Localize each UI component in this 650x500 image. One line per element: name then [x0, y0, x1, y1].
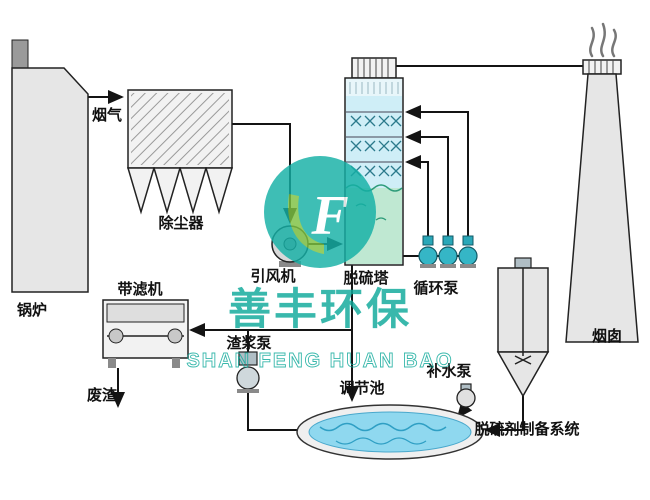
label-desulfurization-tower: 脱硫塔: [343, 269, 389, 287]
agitator-impeller: [514, 355, 532, 365]
label-slurry-pump: 渣浆泵: [226, 334, 271, 352]
pump-base: [420, 264, 436, 268]
prep-tank-hopper: [496, 351, 550, 398]
slurry-pump-motor: [238, 351, 258, 366]
tower-spray-headers: [346, 111, 402, 163]
label-regulating-tank: 调节池: [339, 379, 384, 397]
boiler-body: [11, 67, 89, 293]
tower-cap-louvers: [357, 58, 389, 78]
circulation-pump-1: [418, 235, 438, 268]
watermark: F 善丰环保 SHAN FENG HUAN BAO: [186, 156, 453, 372]
label-belt-filter: 带滤机: [117, 280, 162, 298]
pump-motor: [462, 235, 474, 246]
boiler: [11, 39, 89, 293]
belt-roller-left: [108, 328, 124, 344]
tower-cap: [351, 57, 397, 79]
diagram-labels: 锅炉 烟气 除尘器 引风机 脱硫塔 循环泵 烟囱 带滤机 渣浆泵 废渣 调节池 …: [17, 106, 622, 438]
watermark-logo-circle: [264, 156, 376, 268]
boiler-stack: [11, 39, 29, 69]
slurry-pump: [236, 351, 260, 393]
pipe-tower-to-chimney: [396, 62, 605, 78]
belt-filter-leg: [108, 358, 116, 368]
pond-waves: [335, 437, 427, 445]
dust-collector-plates: [131, 93, 229, 165]
dust-collector-hopper: [152, 167, 182, 215]
circulation-pump-3: [458, 235, 478, 268]
slurry-pump-base: [237, 389, 259, 393]
pond-water: [308, 411, 472, 453]
pond-waves: [319, 422, 447, 432]
pump-body: [438, 246, 458, 266]
label-induced-draft-fan: 引风机: [250, 267, 295, 285]
label-desulfurizer-prep-system: 脱硫剂制备系统: [474, 420, 579, 438]
label-circulation-pump: 循环泵: [413, 279, 458, 297]
chimney-cap-louvers: [588, 60, 614, 74]
chimney: [565, 22, 639, 343]
fan-base: [279, 261, 301, 267]
pipe-prep-to-pond: [484, 396, 524, 437]
makeup-water-pump: [456, 383, 476, 408]
belt-filter-leg: [172, 358, 180, 368]
belt-roller-right: [167, 328, 183, 344]
pump-body: [418, 246, 438, 266]
agitator-motor: [514, 257, 532, 269]
watermark-logo-leaf: [288, 194, 324, 254]
pipe-circpump3-return: [405, 105, 469, 236]
dust-collector: [126, 89, 234, 215]
label-chimney: 烟囱: [592, 327, 622, 345]
pump-motor: [422, 235, 434, 246]
dust-collector-hopper: [178, 167, 208, 215]
dust-collector-hopper: [126, 167, 156, 215]
pump-base: [460, 264, 476, 268]
label-flue-gas: 烟气: [92, 106, 122, 124]
tower-demister: [349, 82, 399, 94]
pump-motor: [442, 235, 454, 246]
pump-base: [440, 264, 456, 268]
chimney-body: [565, 73, 639, 343]
watermark-brand-cn: 善丰环保: [228, 286, 412, 334]
pipe-pond-to-slurrypump: [247, 393, 297, 431]
belt-filter-cover: [106, 303, 185, 323]
dust-collector-hopper: [204, 167, 234, 215]
watermark-brand-en: SHAN FENG HUAN BAO: [186, 350, 453, 372]
regulating-pond: [296, 404, 484, 460]
watermark-logo-letter: F: [310, 185, 348, 247]
pipe-circpump1-return: [405, 155, 429, 236]
smoke-icon: [589, 22, 617, 58]
label-makeup-water-pump: 补水泵: [425, 362, 471, 380]
belt-filter: [102, 299, 189, 368]
makeup-pump-body: [456, 388, 476, 408]
desulfurizer-prep-system: [496, 257, 550, 398]
pipe-circpump2-return: [405, 130, 449, 236]
label-dust-collector: 除尘器: [158, 214, 204, 232]
circulation-pumps: [418, 235, 478, 268]
pump-body: [458, 246, 478, 266]
circulation-pump-2: [438, 235, 458, 268]
label-boiler: 锅炉: [17, 301, 47, 319]
label-waste-residue: 废渣: [87, 386, 118, 404]
